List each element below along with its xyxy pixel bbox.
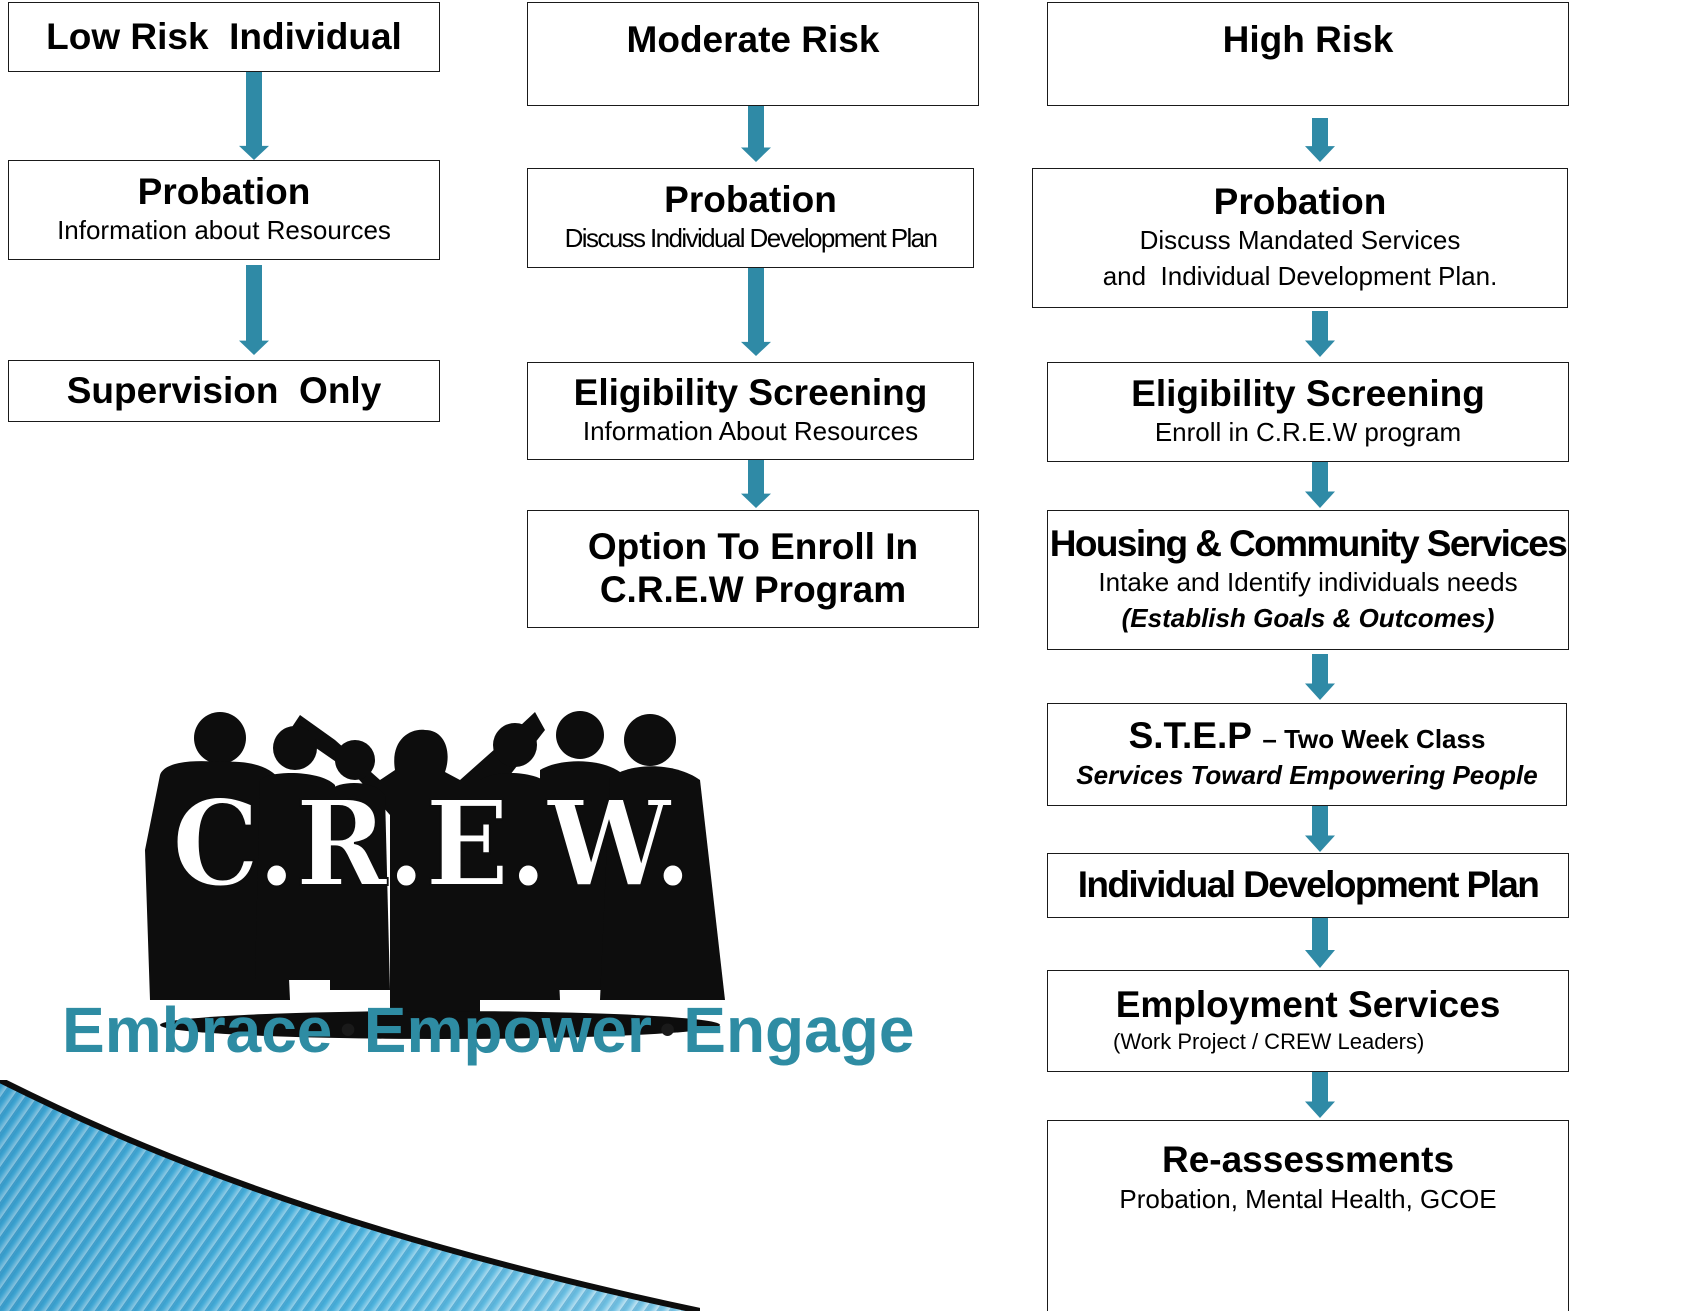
tagline-engage: Engage [683, 994, 915, 1066]
crew-logo: C.R.E.W. [140, 700, 740, 1060]
housing-services-box: Housing & Community Services Intake and … [1047, 510, 1569, 650]
moderate-probation-text: Discuss Individual Development Plan [564, 223, 938, 254]
reassessments-box: Re-assessments Probation, Mental Health,… [1047, 1120, 1569, 1311]
low-probation-title: Probation [137, 170, 311, 212]
arrow-down-icon [740, 268, 772, 356]
low-risk-header-box: Low Risk Individual [8, 2, 440, 72]
step-title: S.T.E.P [1128, 715, 1252, 757]
high-eligibility-box: Eligibility Screening Enroll in C.R.E.W … [1047, 362, 1569, 462]
high-probation-title: Probation [1213, 180, 1387, 222]
arrow-down-icon [1304, 918, 1336, 968]
option-enroll-box: Option To Enroll In C.R.E.W Program [527, 510, 979, 628]
option-enroll-line1: Option To Enroll In [587, 526, 919, 568]
housing-title: Housing & Community Services [1049, 522, 1568, 564]
high-probation-line1: Discuss Mandated Services [1139, 225, 1461, 256]
step-italic: Services Toward Empowering People [1076, 759, 1538, 790]
arrow-down-icon [1304, 806, 1336, 852]
housing-italic: (Establish Goals & Outcomes) [1121, 603, 1495, 634]
arrow-down-icon [238, 265, 270, 355]
option-enroll-line2: C.R.E.W Program [599, 569, 907, 610]
high-risk-header: High Risk [1222, 19, 1394, 60]
idp-title: Individual Development Plan [1077, 864, 1540, 906]
moderate-risk-header: Moderate Risk [626, 19, 880, 60]
arrow-down-icon [740, 106, 772, 162]
high-probation-box: Probation Discuss Mandated Services and … [1032, 168, 1568, 308]
tagline-empower: Empower [363, 994, 652, 1066]
employment-text: (Work Project / CREW Leaders) [1113, 1028, 1425, 1054]
low-risk-header: Low Risk Individual [46, 15, 402, 57]
moderate-probation-box: Probation Discuss Individual Development… [527, 168, 974, 268]
low-risk-probation-box: Probation Information about Resources [8, 160, 440, 260]
reassess-title: Re-assessments [1161, 1139, 1455, 1180]
crew-logo-text: C.R.E.W. [172, 774, 692, 913]
tagline-separator: • [340, 1005, 356, 1054]
high-probation-line2: and Individual Development Plan. [1102, 261, 1498, 292]
moderate-probation-title: Probation [664, 178, 837, 220]
decorative-swoosh [0, 1077, 701, 1314]
moderate-eligibility-text: Information About Resources [582, 416, 919, 447]
supervision-only-box: Supervision Only [8, 360, 440, 422]
moderate-eligibility-title: Eligibility Screening [573, 371, 928, 413]
people-silhouette-icon [145, 711, 725, 1039]
employment-title: Employment Services [1115, 984, 1501, 1026]
reassess-text: Probation, Mental Health, GCOE [1119, 1183, 1497, 1214]
high-eligibility-text: Enroll in C.R.E.W program [1154, 417, 1462, 448]
high-risk-header-box: High Risk [1047, 2, 1569, 106]
arrow-down-icon [1304, 1072, 1336, 1118]
arrow-down-icon [740, 460, 772, 508]
moderate-risk-header-box: Moderate Risk [527, 2, 979, 106]
tagline-embrace: Embrace [62, 994, 333, 1066]
step-suffix: – Two Week Class [1262, 724, 1486, 755]
moderate-eligibility-box: Eligibility Screening Information About … [527, 362, 974, 460]
arrow-down-icon [1304, 118, 1336, 162]
crew-tagline: Embrace•Empower•Engage [62, 993, 914, 1067]
idp-box: Individual Development Plan [1047, 853, 1569, 918]
employment-services-box: Employment Services (Work Project / CREW… [1047, 970, 1569, 1072]
step-class-box: S.T.E.P – Two Week Class Services Toward… [1047, 703, 1567, 806]
housing-text: Intake and Identify individuals needs [1098, 567, 1518, 598]
high-eligibility-title: Eligibility Screening [1131, 372, 1485, 414]
step-title-row: S.T.E.P – Two Week Class [1129, 715, 1486, 758]
arrow-down-icon [1304, 311, 1336, 357]
low-probation-text: Information about Resources [57, 215, 391, 246]
arrow-down-icon [1304, 462, 1336, 508]
arrow-down-icon [238, 72, 270, 160]
tagline-separator: • [659, 1005, 676, 1054]
supervision-only-label: Supervision Only [66, 369, 382, 411]
arrow-down-icon [1304, 654, 1336, 700]
